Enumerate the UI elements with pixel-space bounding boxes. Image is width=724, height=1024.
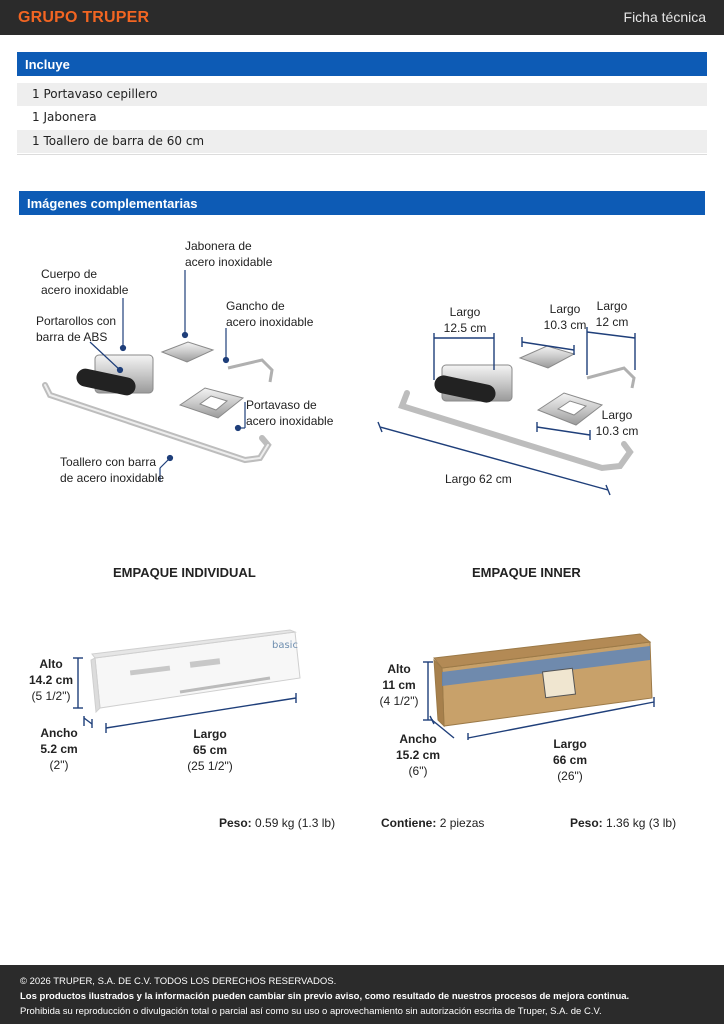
footer: © 2026 TRUPER, S.A. DE C.V. TODOS LOS DE… [0, 965, 724, 1024]
dim-bar: Largo 62 cm [445, 472, 512, 486]
footer-copyright: © 2026 TRUPER, S.A. DE C.V. TODOS LOS DE… [20, 976, 337, 987]
document-type: Ficha técnica [623, 9, 706, 25]
footer-notice: Los productos ilustrados y la informació… [20, 991, 630, 1002]
brand-logo: GRUPO TRUPER [18, 9, 150, 26]
inner-weight: Peso: 1.36 kg (3 lb) [570, 816, 677, 830]
individual-package-title: EMPAQUE INDIVIDUAL [113, 565, 256, 580]
includes-header: Incluye [17, 52, 707, 76]
inner-contents: Contiene: 2 piezas [381, 816, 485, 830]
dimensions-diagram [377, 327, 636, 496]
top-bar: GRUPO TRUPER Ficha técnica [0, 0, 724, 35]
individual-box-diagram: basic [73, 629, 301, 733]
inner-box-diagram [423, 633, 655, 740]
list-item: 1 Jabonera [32, 110, 97, 124]
parts-diagram [42, 270, 274, 482]
footer-prohibition: Prohibida su reproducción o divulgación … [20, 1006, 602, 1017]
images-header: Imágenes complementarias [19, 191, 705, 215]
list-item: 1 Portavaso cepillero [17, 83, 707, 106]
box-brand-text: basic [272, 640, 298, 651]
inner-package-title: EMPAQUE INNER [472, 565, 581, 580]
divider [17, 154, 707, 155]
individual-weight: Peso: 0.59 kg (1.3 lb) [219, 816, 336, 830]
list-item: 1 Toallero de barra de 60 cm [17, 130, 707, 153]
